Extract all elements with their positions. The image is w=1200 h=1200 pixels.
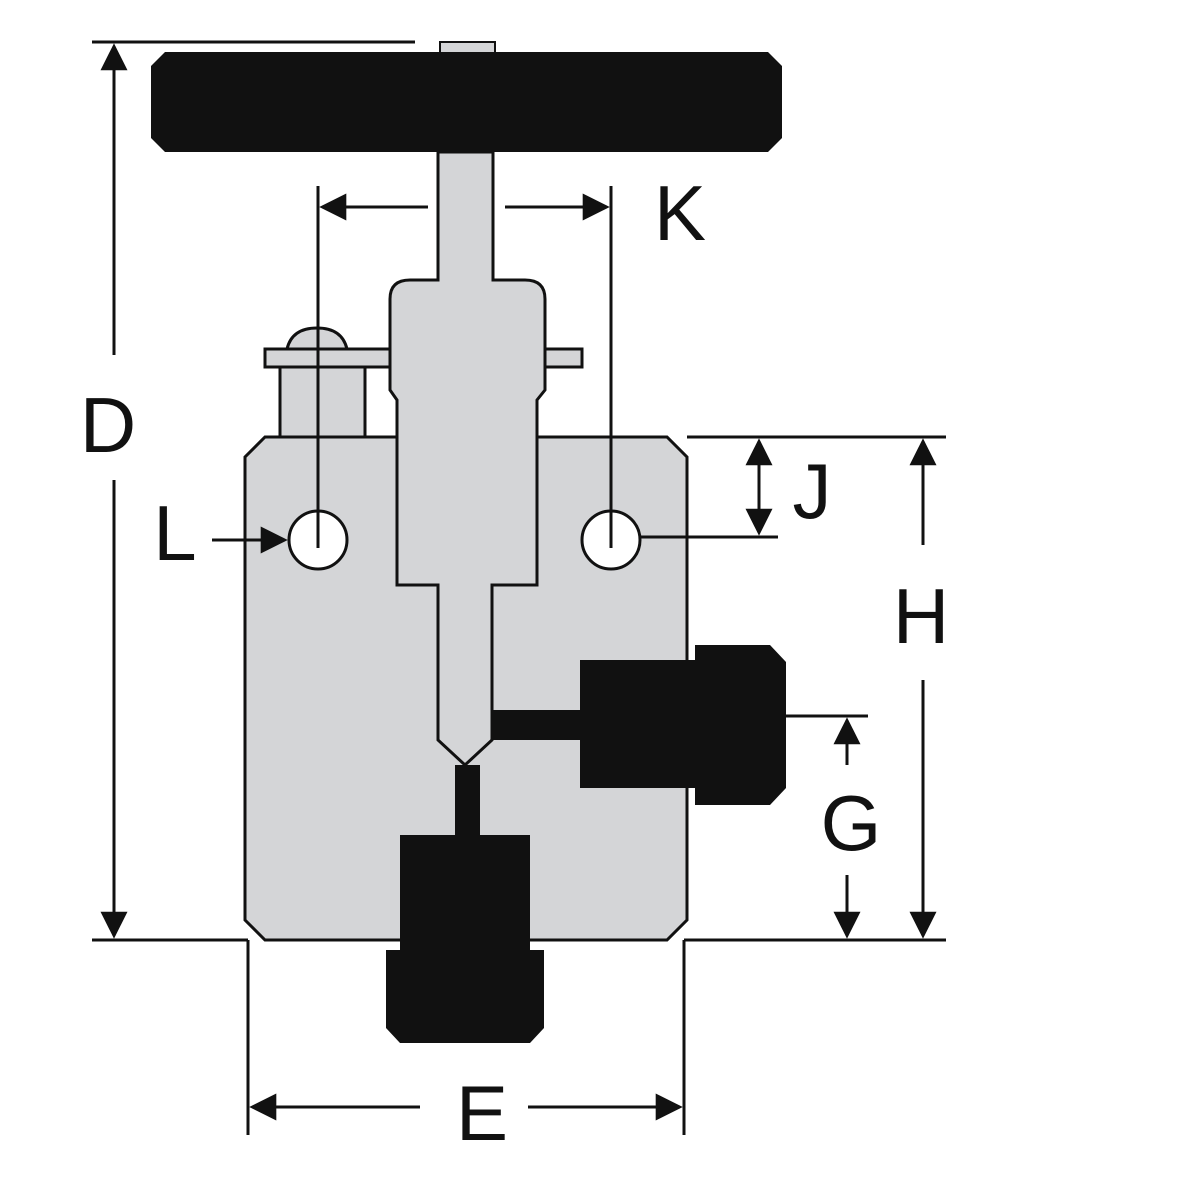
handle-bar <box>151 52 782 152</box>
side-outlet-fitting <box>580 645 786 805</box>
bottom-fitting-nut <box>386 950 544 1043</box>
handle <box>151 41 782 152</box>
dimension-labels: D E G H J K L <box>80 169 949 1157</box>
bottom-inlet-fitting <box>386 835 544 1043</box>
bonnet-assembly <box>388 150 547 768</box>
bottom-fitting-body <box>400 835 530 950</box>
bonnet <box>388 150 547 768</box>
label-d: D <box>80 381 136 469</box>
label-g: G <box>821 779 882 867</box>
side-fitting-nut <box>695 645 786 805</box>
label-l: L <box>153 489 196 577</box>
panel-nut-collar <box>278 365 367 439</box>
flow-passages <box>455 710 592 840</box>
side-passage <box>492 710 592 740</box>
label-k: K <box>654 169 706 257</box>
label-j: J <box>793 447 832 535</box>
bottom-passage <box>455 765 480 840</box>
side-fitting-body <box>580 660 695 788</box>
label-e: E <box>456 1069 508 1157</box>
label-h: H <box>893 572 949 660</box>
dimension-lines <box>92 40 946 1135</box>
